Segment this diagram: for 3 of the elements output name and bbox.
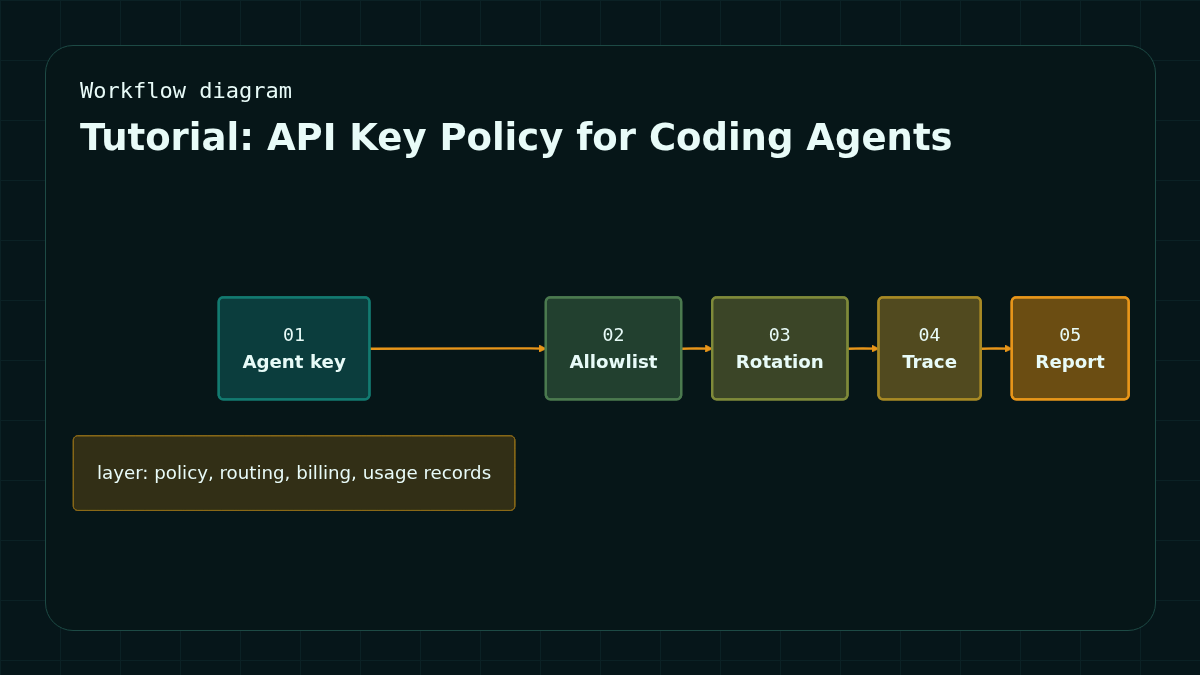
diagram-title: Tutorial: API Key Policy for Coding Agents (80, 116, 953, 159)
diagram-kicker: Workflow diagram (80, 78, 292, 103)
arrow (681, 344, 713, 353)
